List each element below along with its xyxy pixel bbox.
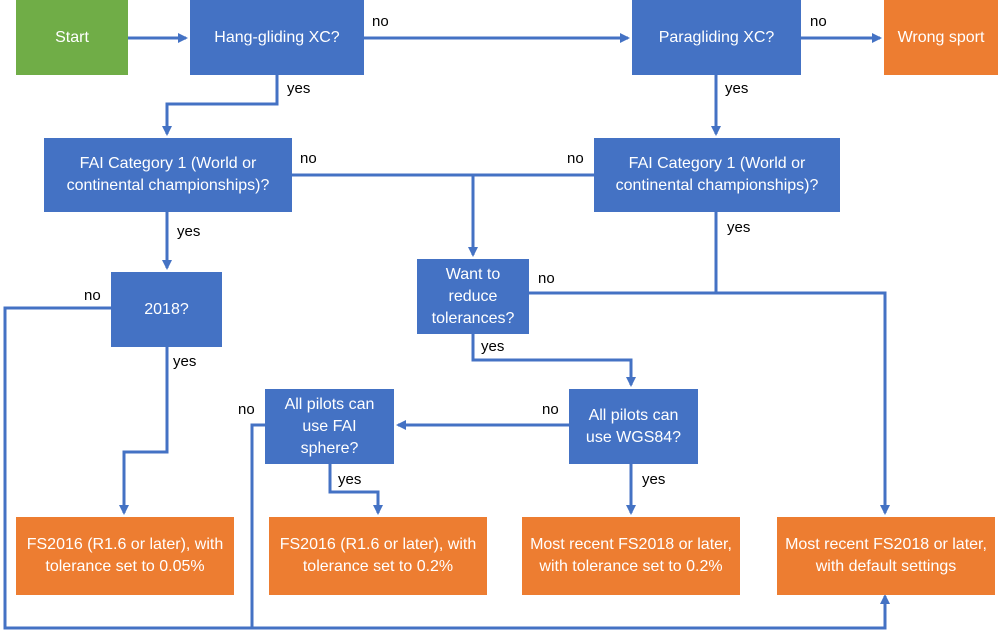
decision-wgs84-label: All pilots can use WGS84? bbox=[585, 406, 682, 446]
outcome-wrong-sport-label: Wrong sport bbox=[897, 28, 985, 46]
edge-reduce-yes-to-wgs84 bbox=[471, 334, 636, 387]
start-node-label: Start bbox=[55, 28, 89, 46]
start-node: Start bbox=[16, 0, 128, 75]
decision-paragliding-xc-label: Paragliding XC? bbox=[658, 28, 775, 46]
edge-sphere-yes-to-fs2016-02 bbox=[328, 464, 383, 515]
label-fai-right-yes: yes bbox=[727, 219, 751, 236]
decision-2018: 2018? bbox=[111, 272, 222, 347]
decision-fai-category-1-right: FAI Category 1 (World or continental cha… bbox=[594, 138, 840, 212]
decision-wgs84: All pilots can use WGS84? bbox=[569, 389, 698, 464]
edge-hg-yes-to-fai-left bbox=[162, 75, 279, 136]
label-sphere-yes: yes bbox=[338, 471, 362, 488]
decision-hang-gliding-xc: Hang-gliding XC? bbox=[190, 0, 364, 75]
edge-2018-yes-to-fs2016-005 bbox=[119, 347, 169, 515]
outcome-fs2016-tolerance-005: FS2016 (R1.6 or later), with tolerance s… bbox=[16, 517, 234, 595]
label-hang-gliding-yes: yes bbox=[287, 80, 311, 97]
label-wgs84-yes: yes bbox=[642, 471, 666, 488]
label-reduce-no: no bbox=[538, 270, 555, 287]
outcome-fs2016-tolerance-02: FS2016 (R1.6 or later), with tolerance s… bbox=[269, 517, 487, 595]
decision-paragliding-xc: Paragliding XC? bbox=[632, 0, 801, 75]
label-2018-no: no bbox=[84, 287, 101, 304]
label-2018-yes: yes bbox=[173, 353, 197, 370]
label-paragliding-yes: yes bbox=[725, 80, 749, 97]
label-fai-left-yes: yes bbox=[177, 223, 201, 240]
label-fai-left-no: no bbox=[300, 150, 317, 167]
decision-reduce-tolerances-label: Want to reduce tolerances? bbox=[431, 265, 515, 327]
decision-fai-sphere-label: All pilots can use FAI sphere? bbox=[284, 395, 375, 457]
outcome-fs2018-tolerance-02: Most recent FS2018 or later, with tolera… bbox=[522, 517, 740, 595]
edge-sphere-no-to-default bbox=[250, 423, 265, 628]
outcome-fs2016-tolerance-005-label: FS2016 (R1.6 or later), with tolerance s… bbox=[26, 536, 224, 575]
label-wgs84-no: no bbox=[542, 401, 559, 418]
label-paragliding-no: no bbox=[810, 13, 827, 30]
label-fai-right-no: no bbox=[567, 150, 584, 167]
decision-reduce-tolerances: Want to reduce tolerances? bbox=[417, 259, 529, 334]
decision-fai-category-1-left-label: FAI Category 1 (World or continental cha… bbox=[66, 155, 270, 194]
decision-fai-category-1-left: FAI Category 1 (World or continental cha… bbox=[44, 138, 292, 212]
edge-reduce-no-to-default bbox=[529, 291, 890, 515]
decision-hang-gliding-xc-label: Hang-gliding XC? bbox=[214, 28, 340, 46]
outcome-wrong-sport: Wrong sport bbox=[884, 0, 998, 75]
outcome-fs2018-default-label: Most recent FS2018 or later, with defaul… bbox=[785, 536, 987, 575]
label-reduce-yes: yes bbox=[481, 338, 505, 355]
outcome-fs2016-tolerance-02-label: FS2016 (R1.6 or later), with tolerance s… bbox=[279, 536, 477, 575]
decision-fai-category-1-right-label: FAI Category 1 (World or continental cha… bbox=[615, 155, 819, 194]
edge-2018-no-to-default bbox=[3, 306, 890, 630]
outcome-fs2018-tolerance-02-label: Most recent FS2018 or later, with tolera… bbox=[530, 536, 732, 575]
decision-2018-label: 2018? bbox=[144, 300, 189, 318]
outcome-fs2018-default: Most recent FS2018 or later, with defaul… bbox=[777, 517, 995, 595]
label-sphere-no: no bbox=[238, 401, 255, 418]
label-hang-gliding-no: no bbox=[372, 13, 389, 30]
decision-fai-sphere: All pilots can use FAI sphere? bbox=[265, 389, 394, 464]
